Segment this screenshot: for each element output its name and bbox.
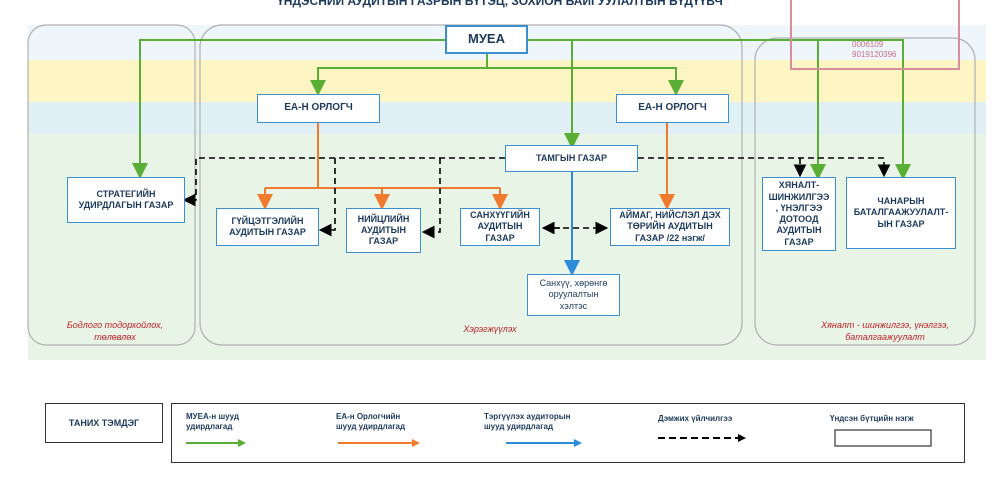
- stamp-number-2: 9019120396: [852, 50, 897, 59]
- line-mueа-strategy: [132, 39, 445, 179]
- node-performance: ГҮЙЦЭТГЭЛИЙН АУДИТЫН ГАЗАР: [216, 208, 319, 246]
- support-to-compliance: [421, 158, 441, 239]
- legend-title: ТАНИХ ТЭМДЭГ: [45, 403, 163, 443]
- legend-arrow-deputy: [412, 439, 420, 447]
- legend-arrow-lead-auditor: [574, 439, 582, 447]
- node-financial: САНХҮҮГИЙН АУДИТЫН ГАЗАР: [460, 208, 540, 246]
- official-stamp: 0006109 9019120396: [790, 0, 960, 70]
- node-monitoring: ХЯНАЛТ- ШИНЖИЛГЭЭ , ҮНЭЛГЭЭ ДОТООД АУДИТ…: [762, 177, 836, 251]
- zone-caption-middle: Хэрэгжүүлэх: [463, 324, 517, 334]
- legend-frame: МУЕА-н шууд удирдлагад ЕА-н Орлогчийн шу…: [171, 403, 965, 463]
- support-to-strategy: [182, 157, 505, 207]
- legend-symbol-unit: [834, 429, 932, 447]
- band-blue: [28, 102, 986, 134]
- node-quality: ЧАНАРЫН БАТАЛГААЖУУЛАЛТ- ЫН ГАЗАР: [846, 177, 956, 249]
- legend-item-direct: МУЕА-н шууд удирдлагад: [186, 412, 239, 432]
- legend-arrow-direct: [238, 439, 246, 447]
- node-aimag: АЙМАГ, НИЙСЛЭЛ ДЭХ ТӨРИЙН АУДИТЫН ГАЗАР …: [610, 208, 730, 246]
- legend-item-unit: Үндсэн бүтцийн нэгж: [830, 414, 914, 423]
- legend: ТАНИХ ТЭМДЭГ МУЕА-н шууд удирдлагад ЕА-н…: [5, 390, 995, 466]
- node-deputy-left: ЕА-Н ОРЛОГЧ: [257, 94, 380, 123]
- node-strategy: СТРАТЕГИЙН УДИРДЛАГЫН ГАЗАР: [67, 177, 185, 223]
- stamp-number-1: 0006109: [852, 40, 884, 49]
- line-mueа-deputy-right: [487, 67, 684, 96]
- zone-frame-left: [27, 24, 196, 346]
- zone-frame-right: [754, 37, 976, 346]
- support-to-performance: [318, 158, 336, 237]
- legend-item-deputy: ЕА-н Орлогчийн шууд удирдлагад: [336, 412, 406, 432]
- legend-item-lead-auditor: Тэргүүлэх аудиторын шууд удирдлагад: [484, 412, 571, 432]
- support-to-quality: [638, 157, 891, 178]
- legend-arrow-support: [738, 434, 746, 442]
- legend-symbols: [186, 429, 932, 447]
- node-secretariat: ТАМГЫН ГАЗАР: [505, 145, 638, 172]
- node-mueа: МУЕА: [445, 25, 528, 54]
- line-mueа-deputy-left: [310, 54, 488, 96]
- zone-caption-right: Хяналт - шинжилгээ, үнэлгээ, баталгаажуу…: [821, 320, 949, 342]
- node-finance-reporting: Санхүү, хөрөнгө оруулалтын хэлтэс: [527, 274, 620, 316]
- zone-caption-left: Бодлого тодорхойлох, төлөвлөх: [66, 320, 164, 342]
- node-compliance: НИЙЦЛИЙН АУДИТЫН ГАЗАР: [346, 208, 421, 253]
- line-mueа-quality: [528, 39, 911, 180]
- page-title: ҮНДЭСНИЙ АУДИТЫН ГАЗРЫН БҮТЭЦ, ЗОХИОН БА…: [277, 0, 723, 8]
- node-deputy-right: ЕА-Н ОРЛОГЧ: [616, 94, 729, 123]
- legend-item-support: Дэмжих үйлчилгээ: [658, 414, 733, 423]
